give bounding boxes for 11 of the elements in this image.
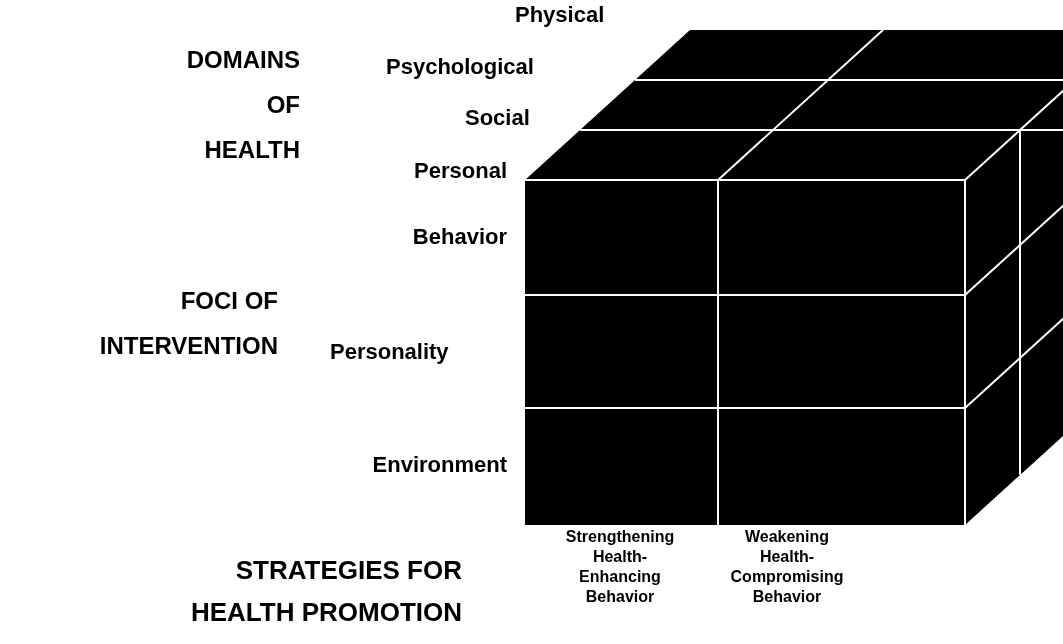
strategy-label: Strengthening Health-Enhancing Behavior bbox=[565, 527, 675, 607]
axis-title: Environment bbox=[372, 451, 507, 479]
axis-value-label: Physical bbox=[515, 2, 605, 28]
axis-title: DOMAINS OF HEALTH bbox=[186, 45, 300, 165]
axis-value-label: Personality bbox=[330, 338, 449, 366]
axis-value-label: Social bbox=[465, 104, 530, 132]
strategy-label: Weakening Health-Compromising Behavior bbox=[730, 527, 844, 607]
axis-title: Personal Behavior bbox=[412, 157, 507, 251]
axis-value-label: Psychological bbox=[386, 53, 534, 81]
axis-title: STRATEGIES FOR HEALTH PROMOTION bbox=[189, 554, 462, 629]
axis-title: FOCI OF INTERVENTION bbox=[99, 286, 278, 361]
